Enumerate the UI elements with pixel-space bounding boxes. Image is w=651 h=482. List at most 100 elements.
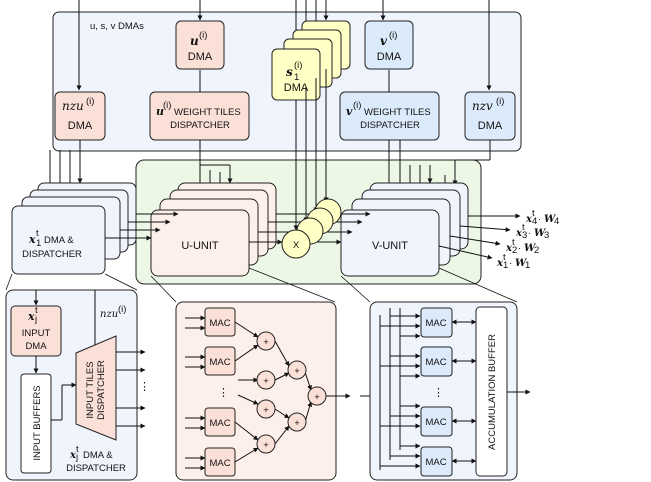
left-ellipsis: ⋮: [139, 381, 150, 393]
u-adder-tree: + + + + + + +: [256, 331, 327, 454]
svg-text:DISPATCHER: DISPATCHER: [66, 463, 126, 474]
input-dma-block: x j t INPUT DMA: [10, 305, 62, 357]
output-label-3: x 3 t · W 3: [515, 222, 549, 241]
svg-text:x: x: [496, 258, 504, 269]
svg-text:DISPATCHER: DISPATCHER: [96, 360, 107, 420]
adder-1: +: [256, 331, 276, 351]
svg-text:ACCUMULATION BUFFER: ACCUMULATION BUFFER: [487, 334, 498, 450]
input-buffers-block: INPUT BUFFERS: [20, 373, 52, 474]
svg-text:j: j: [75, 452, 78, 463]
svg-text:+: +: [294, 418, 300, 429]
zoom-lines: [5, 267, 518, 303]
svg-text:DISPATCHER: DISPATCHER: [22, 249, 82, 260]
svg-text:s: s: [286, 65, 293, 79]
svg-text:·: ·: [518, 243, 521, 254]
svg-text:MAC: MAC: [209, 418, 230, 429]
output-label-1: x 1 t · W 1: [496, 252, 530, 271]
v-mac-1: MAC: [420, 307, 453, 338]
svg-text:3: 3: [544, 230, 549, 241]
svg-text:DMA: DMA: [377, 51, 402, 63]
top-input-lines: [76, 0, 492, 91]
svg-text:t: t: [36, 228, 39, 239]
svg-text:WEIGHT TILES: WEIGHT TILES: [364, 107, 431, 118]
u-dma-block: u (i) DMA: [175, 20, 225, 70]
nzu-dma-block: nzu (i) DMA: [54, 91, 106, 141]
svg-text:DMA: DMA: [478, 120, 503, 132]
svg-text:+: +: [263, 405, 269, 416]
svg-text:W: W: [534, 228, 547, 239]
svg-text:(i): (i): [353, 100, 361, 111]
svg-text:DMA &: DMA &: [83, 450, 113, 461]
svg-text:WEIGHT TILES: WEIGHT TILES: [174, 107, 241, 118]
output-label-2: x 2 t · W 2: [505, 237, 539, 256]
svg-text:MAC: MAC: [209, 458, 230, 469]
svg-text:v: v: [346, 105, 353, 118]
svg-text:x: x: [525, 214, 533, 225]
v-mac-3: MAC: [420, 406, 453, 437]
svg-text:+: +: [263, 440, 269, 451]
svg-text:MAC: MAC: [425, 318, 446, 329]
svg-text:·: ·: [528, 228, 531, 239]
v-unit-mac-array: MAC MAC MAC MAC ⋮: [420, 307, 453, 477]
svg-text:1: 1: [525, 260, 530, 271]
svg-text:INPUT TILES: INPUT TILES: [85, 361, 96, 418]
output-labels: x 4 t · W 4 x 3 t · W 3 x 2 t · W 2 x 1 …: [496, 208, 559, 271]
v-mac-4: MAC: [420, 446, 453, 477]
svg-text:MAC: MAC: [209, 318, 230, 329]
adder-5: +: [287, 360, 307, 380]
svg-text:u: u: [156, 105, 164, 118]
svg-text:t: t: [532, 208, 535, 219]
svg-text:4: 4: [554, 216, 559, 227]
x-to-u-connections: [105, 211, 521, 260]
svg-text:W: W: [544, 214, 557, 225]
u-unit-mac-array: MAC MAC MAC MAC ⋮: [204, 307, 236, 477]
v-mac-inputs: [379, 308, 531, 470]
svg-text:MAC: MAC: [425, 357, 446, 368]
adder-6: +: [287, 412, 307, 432]
svg-text:t: t: [512, 237, 515, 248]
svg-text:+: +: [263, 376, 269, 387]
adder-4: +: [256, 434, 276, 454]
svg-text:t: t: [76, 444, 79, 455]
buffer-to-dispatcher: [51, 382, 77, 421]
u-mac-4: MAC: [204, 447, 236, 477]
svg-text:t: t: [503, 252, 506, 263]
v-unit-stack: V-UNIT: [340, 182, 469, 277]
multiplier-stack: X: [281, 198, 342, 259]
svg-text:3: 3: [522, 230, 527, 241]
dispatcher-outputs: [116, 349, 146, 429]
svg-text:4: 4: [532, 216, 537, 227]
svg-text:x: x: [28, 233, 36, 246]
svg-text:(i): (i): [294, 60, 302, 71]
x-dispatcher-label: x j t DMA & DISPATCHER: [66, 444, 126, 474]
svg-text:DMA: DMA: [188, 51, 213, 63]
u-mac-3: MAC: [204, 407, 236, 437]
adder-2: +: [256, 370, 276, 390]
svg-text:+: +: [263, 337, 269, 348]
svg-text:(i): (i): [389, 30, 397, 41]
svg-text:nzu: nzu: [62, 99, 84, 113]
svg-text:X: X: [293, 240, 300, 251]
x-dispatcher-stack: x 1 t DMA & DISPATCHER: [11, 182, 137, 275]
adder-3: +: [256, 399, 276, 419]
svg-text:j: j: [34, 314, 37, 325]
svg-text:V-UNIT: V-UNIT: [372, 240, 408, 252]
svg-text:t: t: [522, 222, 525, 233]
svg-text:(i): (i): [163, 100, 171, 111]
svg-text:W: W: [524, 243, 537, 254]
input-tiles-dispatcher: INPUT TILES DISPATCHER: [75, 335, 117, 441]
svg-text:·: ·: [509, 258, 512, 269]
nzu-label: nzu (i): [100, 304, 126, 320]
svg-text:(i): (i): [496, 96, 504, 107]
v-dma-block: v (i) DMA: [364, 20, 414, 70]
svg-text:DMA: DMA: [25, 341, 47, 352]
svg-text:2: 2: [512, 245, 517, 256]
svg-text:u: u: [190, 34, 199, 48]
svg-text:x: x: [27, 310, 35, 323]
svg-text:x: x: [515, 228, 523, 239]
u-mac-inputs: [185, 315, 351, 471]
svg-text:nzu: nzu: [100, 309, 118, 320]
v-mac-2: MAC: [420, 346, 453, 377]
svg-text:DISPATCHER: DISPATCHER: [360, 120, 420, 131]
svg-text:W: W: [515, 258, 528, 269]
